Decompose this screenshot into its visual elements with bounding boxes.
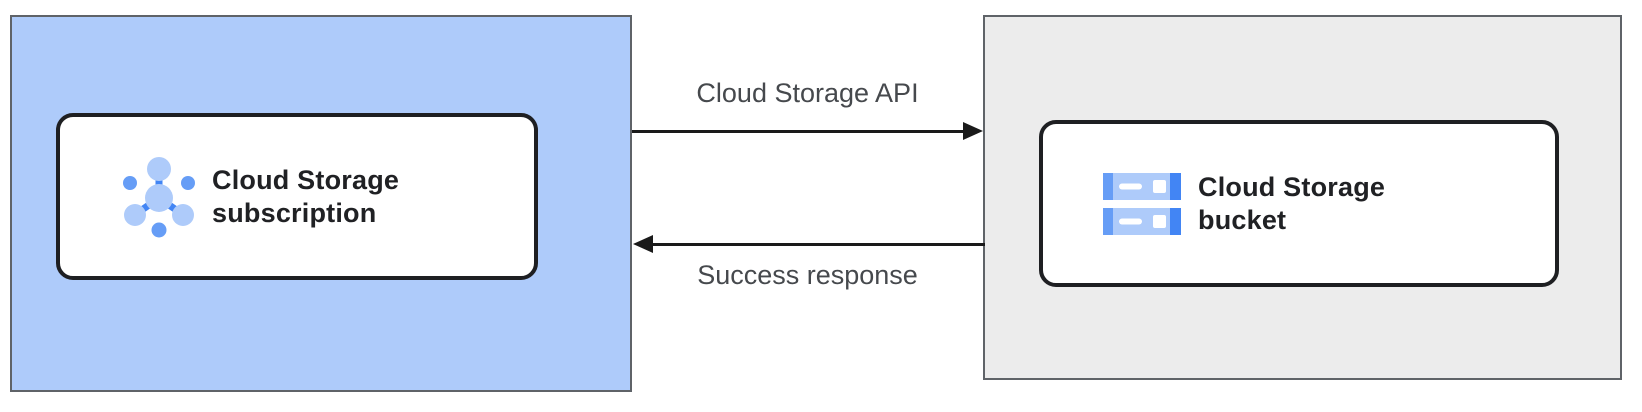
subscription-label-line1: Cloud Storage xyxy=(212,164,400,195)
request-arrow-line xyxy=(632,130,966,133)
subscription-label-line2: subscription xyxy=(212,197,377,228)
bucket-card: Cloud Storage bucket xyxy=(1039,120,1559,287)
cloud-storage-bucket-icon xyxy=(1103,172,1181,235)
response-arrow-label: Success response xyxy=(697,260,918,290)
request-arrow-label: Cloud Storage API xyxy=(696,78,919,108)
subscription-card-label: Cloud Storage subscription xyxy=(212,164,399,230)
bucket-card-label: Cloud Storage bucket xyxy=(1198,171,1385,237)
response-arrow-line xyxy=(650,243,985,246)
subscription-card: Cloud Storage subscription xyxy=(56,113,538,280)
request-arrowhead-icon xyxy=(963,122,983,140)
pubsub-icon xyxy=(123,156,195,238)
bucket-label-line1: Cloud Storage xyxy=(1198,171,1386,202)
response-arrowhead-icon xyxy=(633,235,653,253)
bucket-label-line2: bucket xyxy=(1198,204,1287,235)
